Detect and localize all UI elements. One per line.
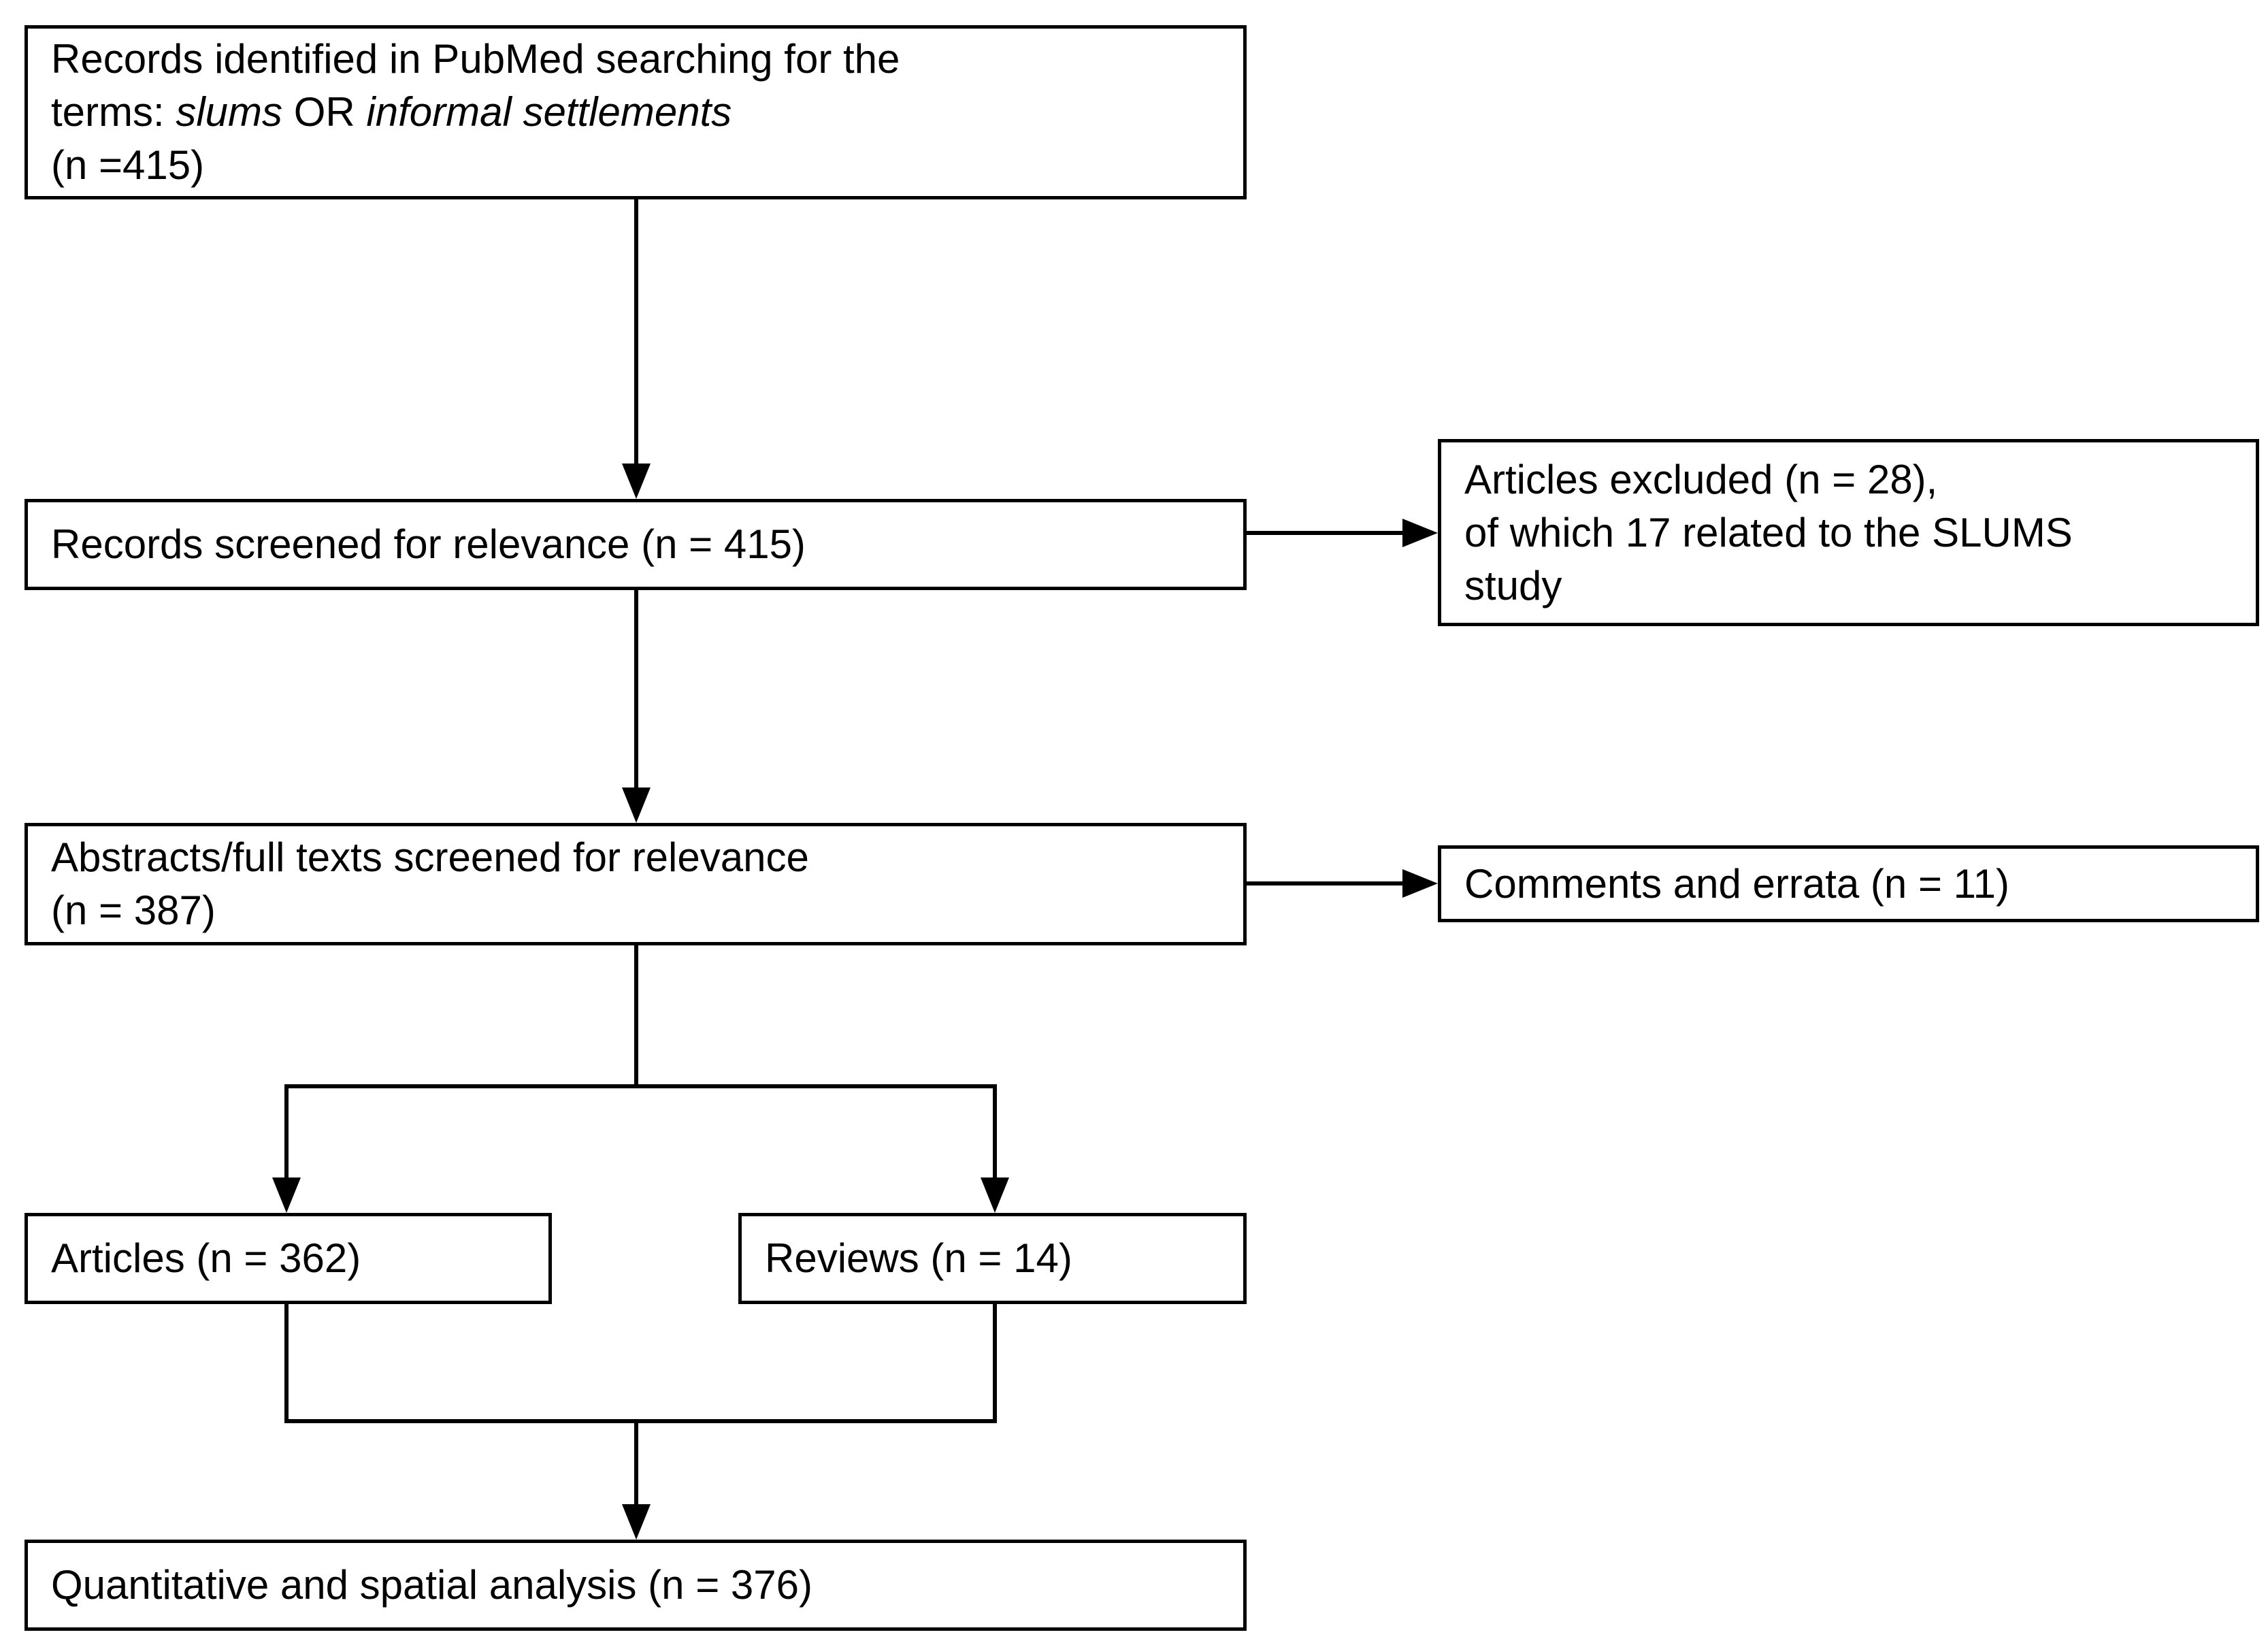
node-articles: Articles (n = 362)	[24, 1213, 552, 1304]
identified-line2-prefix: terms:	[51, 89, 176, 135]
arrowhead-merge-to-analysis	[622, 1504, 651, 1540]
node-comments-errata-label: Comments and errata (n = 11)	[1464, 860, 2009, 907]
node-quantitative-spatial-analysis: Quantitative and spatial analysis (n = 3…	[24, 1540, 1247, 1631]
node-reviews: Reviews (n = 14)	[738, 1213, 1247, 1304]
node-articles-excluded-label: Articles excluded (n = 28), of which 17 …	[1464, 456, 2073, 608]
node-articles-label: Articles (n = 362)	[51, 1235, 361, 1281]
node-records-identified: Records identified in PubMed searching f…	[24, 25, 1247, 199]
connector-merge-to-analysis	[634, 1419, 638, 1504]
identified-line3: (n =415)	[51, 142, 205, 188]
node-articles-excluded: Articles excluded (n = 28), of which 17 …	[1438, 439, 2259, 626]
node-reviews-label: Reviews (n = 14)	[765, 1235, 1072, 1281]
connector-screened-to-excluded	[1247, 531, 1407, 535]
identified-term-slums: slums	[176, 89, 283, 135]
connector-split-to-reviews	[993, 1084, 997, 1177]
connector-abstracts-to-comments	[1247, 881, 1407, 886]
merge-bar-articles-reviews	[284, 1419, 997, 1423]
arrowhead-identified-to-screened	[622, 464, 651, 499]
node-abstracts-screened-label: Abstracts/full texts screened for releva…	[51, 834, 809, 933]
connector-abstracts-to-split	[634, 945, 638, 1086]
arrowhead-abstracts-to-comments	[1402, 869, 1438, 898]
identified-line1: Records identified in PubMed searching f…	[51, 36, 900, 82]
arrowhead-screened-to-excluded	[1402, 519, 1438, 547]
identified-line2-mid: OR	[282, 89, 367, 135]
connector-screened-to-abstracts	[634, 590, 638, 787]
node-quantitative-spatial-analysis-label: Quantitative and spatial analysis (n = 3…	[51, 1562, 812, 1608]
arrowhead-split-to-articles	[272, 1177, 301, 1213]
node-records-screened: Records screened for relevance (n = 415)	[24, 499, 1247, 590]
node-records-identified-label: Records identified in PubMed searching f…	[28, 33, 912, 192]
identified-term-informal-settlements: informal settlements	[366, 89, 732, 135]
arrowhead-screened-to-abstracts	[622, 787, 651, 823]
connector-articles-to-merge	[284, 1304, 289, 1423]
split-bar-articles-reviews	[284, 1084, 997, 1088]
connector-split-to-articles	[284, 1084, 289, 1177]
connector-reviews-to-merge	[993, 1304, 997, 1423]
node-comments-errata: Comments and errata (n = 11)	[1438, 845, 2259, 922]
node-abstracts-screened: Abstracts/full texts screened for releva…	[24, 823, 1247, 945]
connector-identified-to-screened	[634, 199, 638, 464]
node-records-screened-label: Records screened for relevance (n = 415)	[51, 521, 806, 567]
arrowhead-split-to-reviews	[981, 1177, 1009, 1213]
